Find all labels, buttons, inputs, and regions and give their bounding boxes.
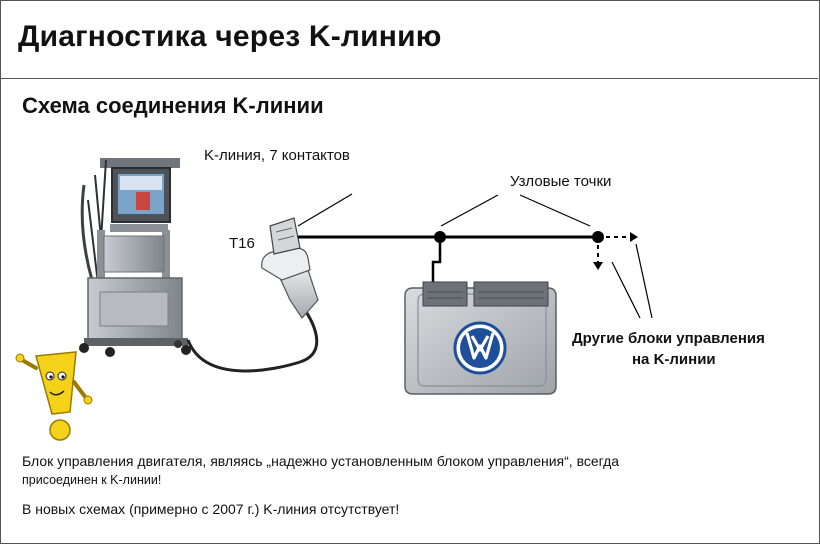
k-line-leader (297, 193, 353, 227)
diagnostic-cable (186, 309, 319, 373)
engine-control-unit (404, 281, 557, 395)
ecu-note: Блок управления двигателя, являясь „наде… (22, 452, 742, 490)
obd-plug (261, 247, 319, 319)
vw-logo-icon (453, 321, 507, 375)
t16-connector (269, 217, 301, 255)
other-units-label-line1: Другие блоки управления (572, 330, 765, 347)
page-title: Диагностика через K-линию (18, 20, 442, 53)
diagram-subtitle: Схема соединения K-линии (22, 93, 324, 118)
node-points-label: Узловые точки (510, 173, 612, 190)
node-leader (519, 194, 591, 227)
k-line-absent-note: В новых схемах (примерно с 2007 г.) K-ли… (22, 501, 400, 517)
t16-label: T16 (229, 235, 255, 252)
arrow-down-icon (593, 262, 603, 270)
other-units-leader (611, 261, 641, 319)
node-leader (440, 194, 499, 227)
title-bar: Диагностика через K-линию (0, 0, 818, 79)
ecu-note-line2: присоединен к K-линии! (22, 473, 162, 487)
other-units-label-line2: на K-линии (632, 351, 716, 368)
exclamation-mascot-icon (15, 351, 93, 441)
ecu-note-line1: Блок управления двигателя, являясь „наде… (22, 453, 620, 469)
other-units-leader (635, 243, 653, 319)
ecu-connector (473, 281, 549, 307)
arrow-right-icon (630, 232, 638, 242)
node-point (434, 231, 446, 243)
ecu-connector (422, 281, 468, 307)
ecu-branch-wire (431, 237, 442, 282)
node-point (592, 231, 604, 243)
k-line-label: K-линия, 7 контактов (204, 147, 350, 164)
diagnostic-tester-cart (79, 158, 191, 357)
